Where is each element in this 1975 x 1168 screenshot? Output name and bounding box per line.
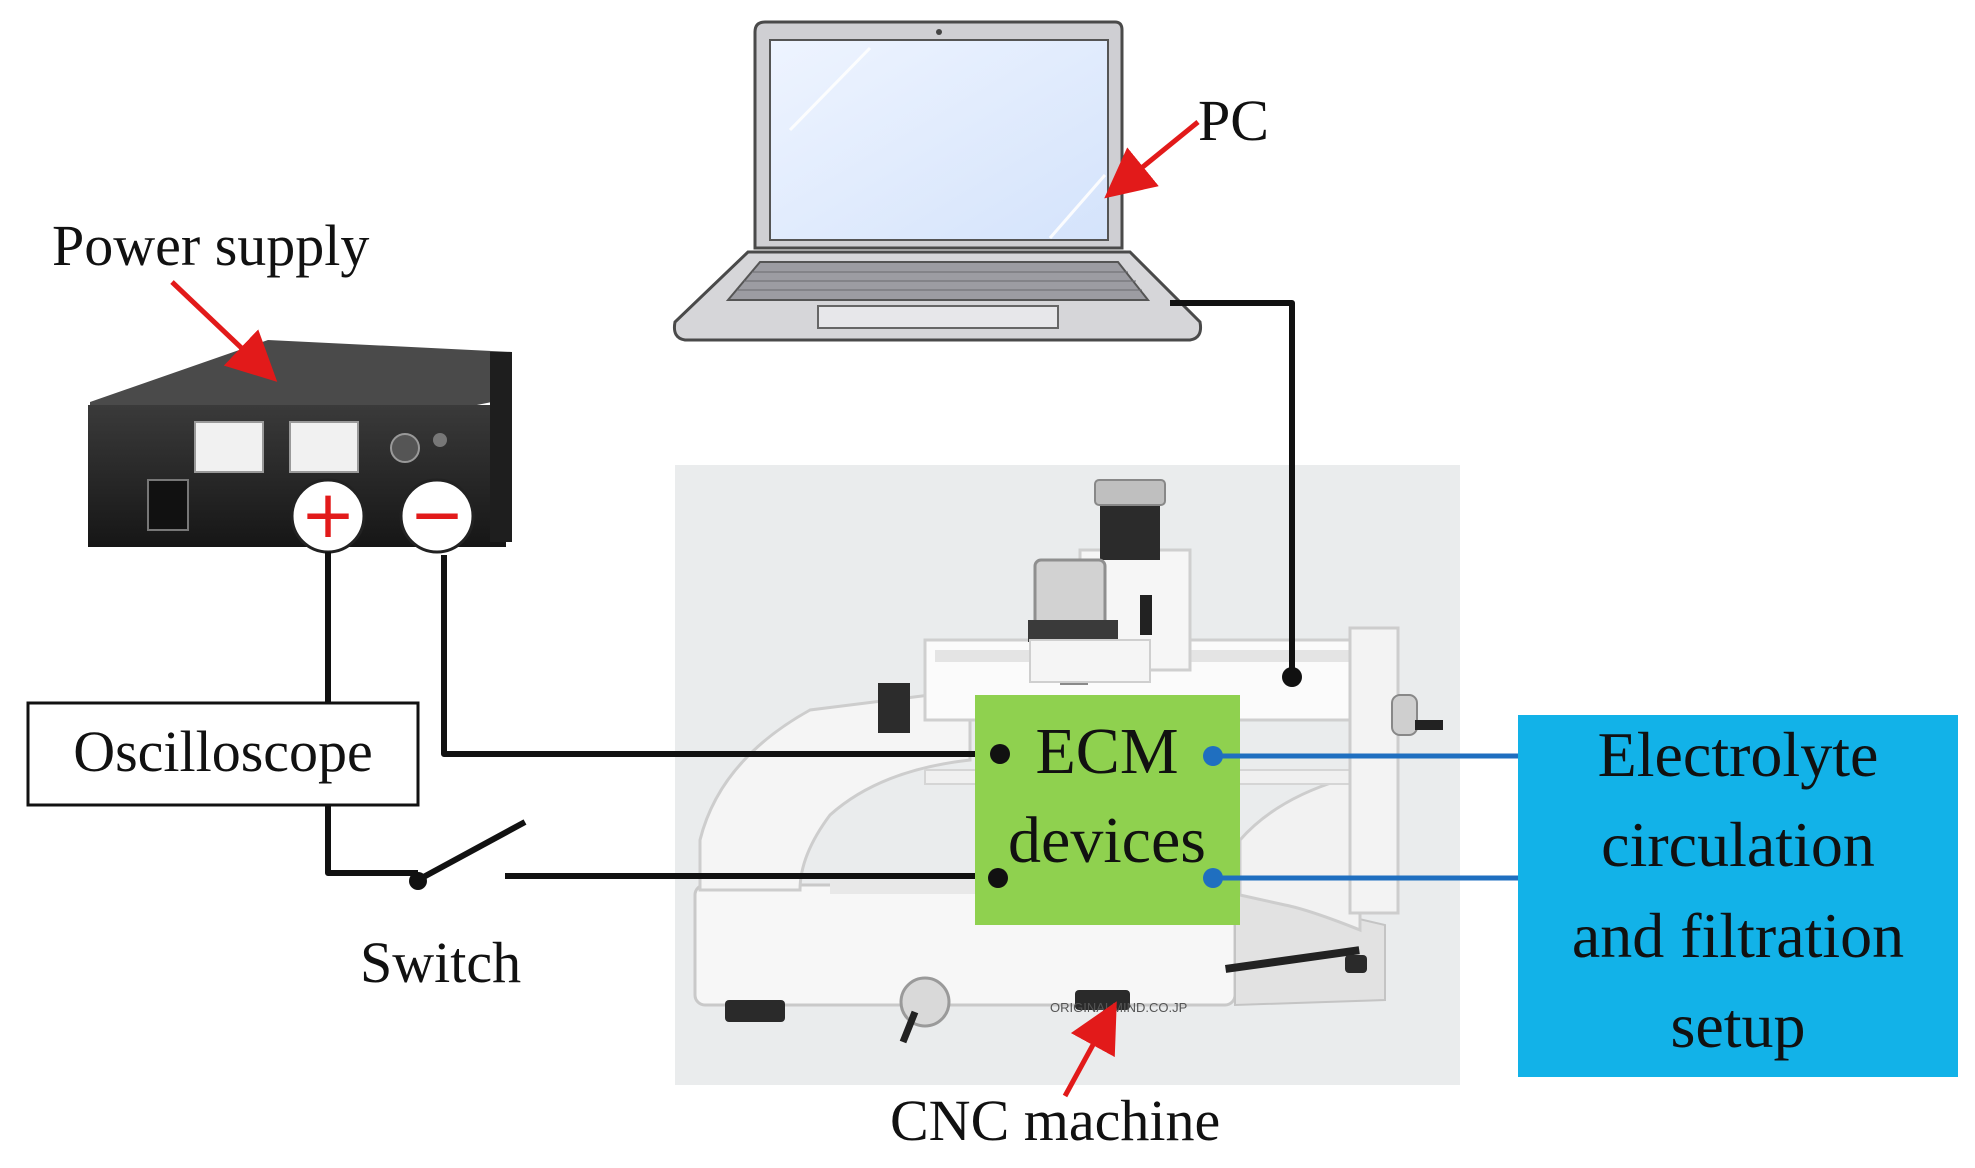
electrolyte-label-line3: and filtration <box>1572 900 1904 971</box>
laptop-touchpad <box>817 305 1059 329</box>
power-supply-side <box>490 352 512 542</box>
electrolyte-frame <box>1518 715 1958 1077</box>
power-supply: + − <box>88 340 512 554</box>
laptop-pc <box>673 20 1202 342</box>
cnc-brand-label: ORIGINALMIND.CO.JP <box>1050 1000 1187 1015</box>
electrolyte-label-line4: setup <box>1670 990 1805 1061</box>
cnc-left-arch <box>698 688 972 892</box>
laptop-camera <box>936 29 942 35</box>
electrolyte-setup-box: Electrolyte circulation and filtration s… <box>1518 715 1958 1077</box>
oscilloscope-frame <box>26 701 420 807</box>
cnc-z-motor-cap <box>1094 479 1166 506</box>
cnc-foot-left <box>725 1000 785 1022</box>
oscilloscope-label: Oscilloscope <box>73 719 373 784</box>
cnc-spindle-bracket <box>1029 639 1151 683</box>
cnc-left-motor <box>878 683 910 733</box>
cnc-handwheel-handle <box>899 1010 919 1044</box>
cnc-z-slot <box>1140 595 1152 635</box>
cnc-front-handwheel <box>899 976 951 1028</box>
cnc-spindle-clamp <box>1028 620 1118 642</box>
laptop-keys <box>737 271 1142 291</box>
plus-terminal-label: + <box>300 476 355 553</box>
minus-terminal <box>399 478 475 554</box>
power-supply-meter-left <box>194 421 264 473</box>
ecm-frame <box>975 695 1240 925</box>
power-supply-panel <box>147 479 189 531</box>
pc-label: PC <box>1198 88 1269 153</box>
cnc-foot-back <box>1345 955 1367 973</box>
cnc-machine-label: CNC machine <box>890 1088 1220 1153</box>
cnc-base-slot <box>1225 946 1360 973</box>
electrolyte-label-line1: Electrolyte <box>1598 719 1879 790</box>
switch-pivot-node <box>409 872 427 890</box>
power-supply-knob-small <box>433 433 447 447</box>
ecm-devices-box: ECM devices <box>975 695 1240 925</box>
cnc-right-knob <box>1391 694 1418 736</box>
oscilloscope-box: Oscilloscope <box>26 701 420 807</box>
arrow-pc <box>1104 120 1200 199</box>
arrow-cnc-machine <box>1062 1001 1117 1098</box>
ecm-label-line1: ECM <box>1035 715 1178 788</box>
laptop-screen-glare-1 <box>788 46 872 132</box>
cnc-right-knob-handle <box>1415 720 1443 730</box>
ecm-label-line2: devices <box>1008 804 1206 877</box>
arrow-power-supply <box>170 280 278 382</box>
switch-label: Switch <box>360 930 521 995</box>
wire-pc-to-ecm <box>1170 300 1295 675</box>
laptop-screen-glare-2 <box>1048 174 1107 239</box>
node-pc-wire <box>1282 667 1302 687</box>
laptop-screen <box>769 39 1109 241</box>
wire-minus-to-ecm <box>441 555 1000 757</box>
pointer-arrows <box>170 120 1200 1098</box>
wires <box>325 300 1295 883</box>
cnc-machine: ORIGINALMIND.CO.JP <box>675 465 1460 1085</box>
ecm-node-minus <box>990 744 1010 764</box>
wire-oscilloscope-to-switch <box>325 806 418 876</box>
power-supply-label: Power supply <box>52 213 369 278</box>
cnc-right-pillar <box>1348 626 1400 915</box>
switch-blade <box>416 819 527 883</box>
electrolyte-label-line2: circulation <box>1601 809 1875 880</box>
ecm-node-switch <box>988 868 1008 888</box>
electrolyte-hoses <box>1213 753 1520 881</box>
cnc-z-motor <box>1100 500 1160 560</box>
minus-terminal-label: − <box>409 476 464 553</box>
power-supply-knob <box>390 433 420 463</box>
power-supply-meter-right <box>289 421 359 473</box>
